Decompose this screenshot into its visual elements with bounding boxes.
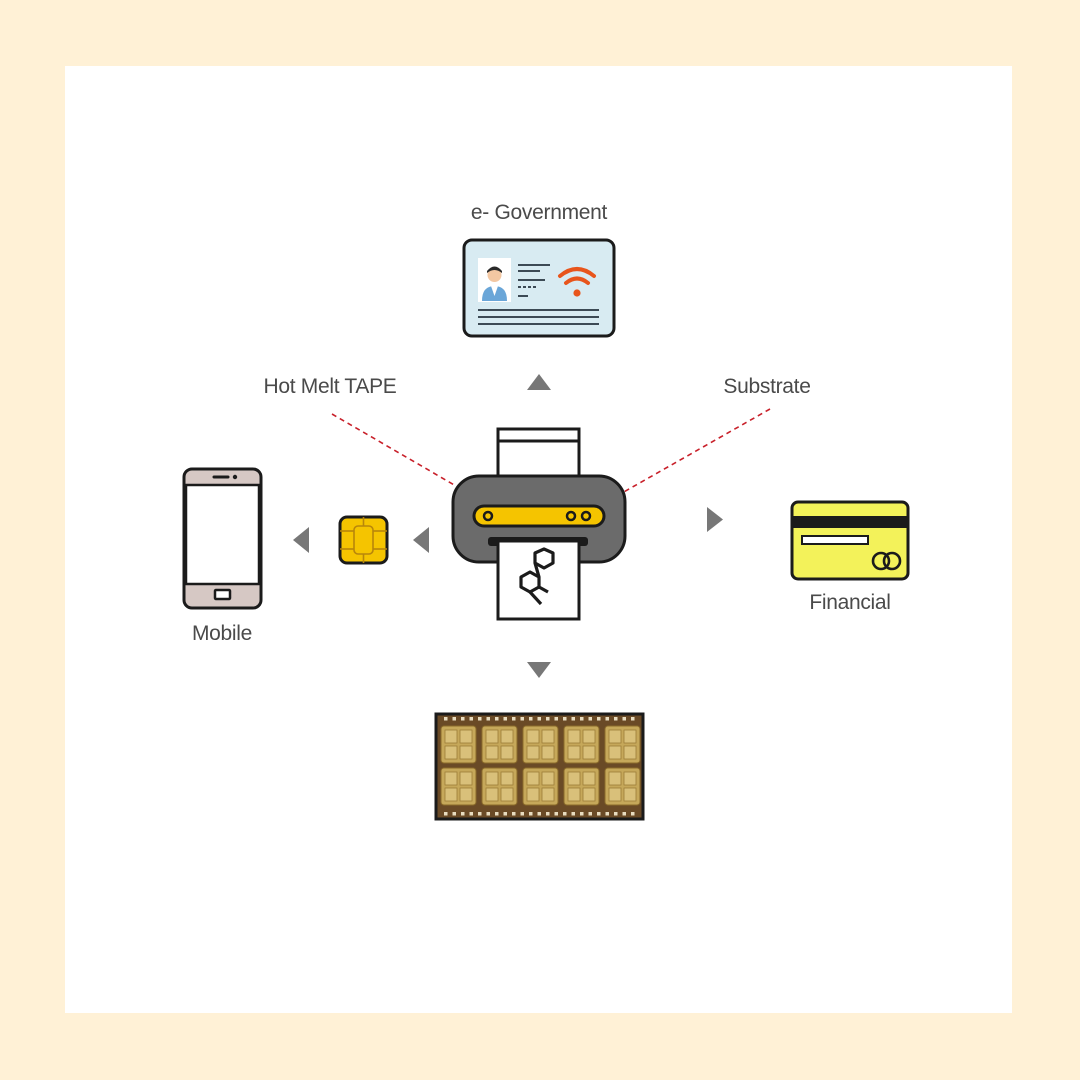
chip-module: [522, 767, 559, 806]
label-hot-melt-tape: Hot Melt TAPE: [263, 375, 397, 398]
sprocket-hole: [529, 812, 533, 816]
chip-module: [563, 767, 600, 806]
sprocket-hole: [461, 812, 465, 816]
credit-card-icon: [790, 500, 910, 581]
sprocket-hole: [597, 717, 601, 721]
sprocket-hole: [554, 812, 558, 816]
sprocket-hole: [495, 812, 499, 816]
chip-module: [604, 725, 641, 764]
label-substrate: Substrate: [723, 375, 811, 398]
sprocket-hole: [580, 717, 584, 721]
sprocket-hole: [614, 717, 618, 721]
sprocket-hole: [605, 717, 609, 721]
sprocket-hole: [588, 812, 592, 816]
chip-module: [522, 725, 559, 764]
sprocket-hole: [478, 812, 482, 816]
label-e-government: e- Government: [470, 201, 608, 224]
arrow-up: [527, 374, 551, 390]
chip-module: [604, 767, 641, 806]
sprocket-hole: [580, 812, 584, 816]
sprocket-hole: [571, 717, 575, 721]
sprocket-hole: [495, 717, 499, 721]
sprocket-hole: [614, 812, 618, 816]
sprocket-hole: [520, 812, 524, 816]
sprocket-hole: [452, 812, 456, 816]
arrow-left-chip: [413, 527, 429, 553]
sprocket-hole: [469, 812, 473, 816]
sprocket-hole: [486, 812, 490, 816]
sprocket-hole: [486, 717, 490, 721]
arrow-left-phone: [293, 527, 309, 553]
smartphone-icon: [182, 467, 263, 610]
sprocket-hole: [554, 717, 558, 721]
chip-modules: [440, 725, 641, 806]
sprocket-hole: [461, 717, 465, 721]
sprocket-hole: [537, 717, 541, 721]
id-card-icon: [462, 238, 616, 338]
sprocket-hole: [622, 717, 626, 721]
chip-module-tape-icon: [434, 712, 645, 821]
sprocket-hole: [529, 717, 533, 721]
chip-module: [481, 725, 518, 764]
sprocket-hole: [563, 717, 567, 721]
arrow-down: [527, 662, 551, 678]
sprocket-hole: [537, 812, 541, 816]
sprocket-hole: [546, 717, 550, 721]
chip-module: [440, 767, 477, 806]
sprocket-hole: [452, 717, 456, 721]
sprocket-hole: [605, 812, 609, 816]
sprocket-hole: [631, 812, 635, 816]
sprocket-hole: [563, 812, 567, 816]
sprocket-hole: [588, 717, 592, 721]
sprocket-hole: [503, 717, 507, 721]
label-financial: Financial: [809, 591, 891, 614]
chip-module: [481, 767, 518, 806]
printer-machine-icon: [451, 427, 627, 621]
sprocket-hole: [478, 717, 482, 721]
sprocket-hole: [520, 717, 524, 721]
sprocket-hole: [571, 812, 575, 816]
sprocket-hole: [444, 812, 448, 816]
chip-module: [440, 725, 477, 764]
sim-chip-icon: [338, 515, 389, 565]
sprocket-hole: [512, 717, 516, 721]
hot-melt-connector: [331, 413, 457, 487]
sprocket-hole: [512, 812, 516, 816]
chip-module: [563, 725, 600, 764]
sprocket-hole: [469, 717, 473, 721]
substrate-connector: [621, 408, 771, 494]
label-mobile: Mobile: [191, 622, 253, 645]
sprocket-hole: [597, 812, 601, 816]
sprocket-hole: [503, 812, 507, 816]
sprocket-hole: [631, 717, 635, 721]
arrow-right: [707, 507, 723, 532]
sprocket-hole: [622, 812, 626, 816]
sprocket-holes: [444, 717, 635, 816]
sprocket-hole: [444, 717, 448, 721]
sprocket-hole: [546, 812, 550, 816]
